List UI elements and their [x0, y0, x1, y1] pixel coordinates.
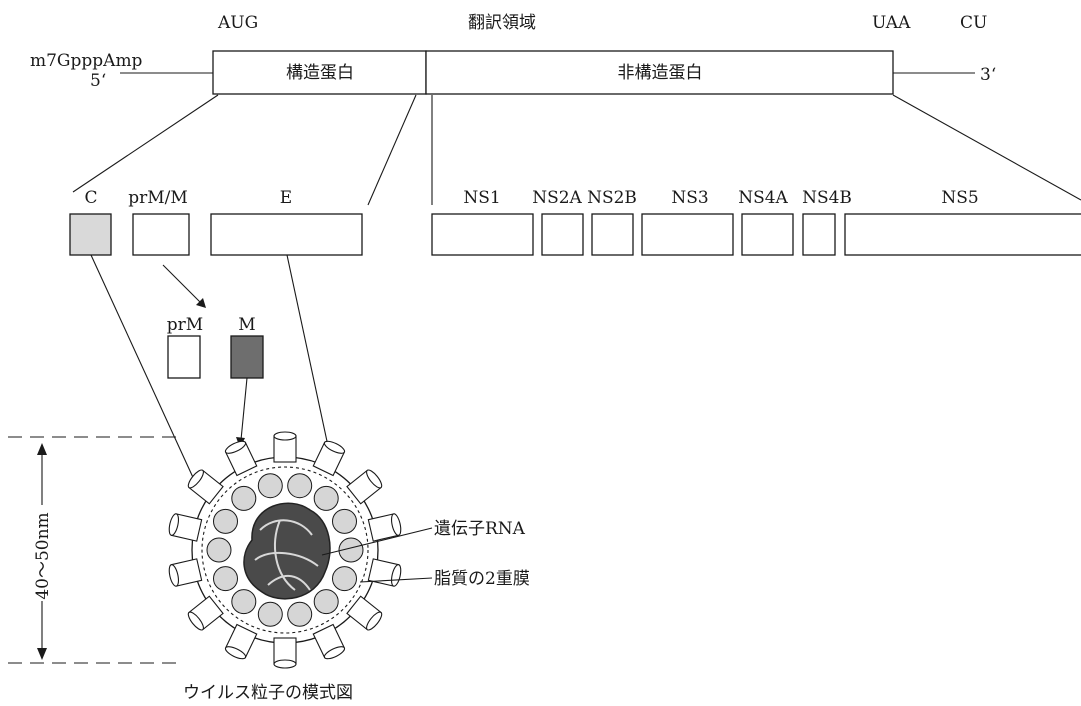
protein-ns2a-label: NS2A: [532, 188, 582, 208]
size-indicator: 40～50nm: [8, 437, 180, 663]
protein-ns3-box: [642, 214, 733, 255]
envelope-spike: [167, 559, 201, 587]
protein-prm-m-label: prM/M: [128, 188, 188, 208]
stop-codon-label: UAA: [872, 13, 911, 33]
capsid-subunit: [258, 474, 282, 498]
m-box: [231, 336, 263, 378]
protein-prm-m-box: [133, 214, 189, 255]
virion-particle: [167, 432, 402, 668]
capsid-subunit: [314, 590, 338, 614]
structural-proteins: C prM/M E: [70, 188, 362, 255]
envelope-spike: [368, 559, 402, 587]
protein-ns2b-box: [592, 214, 633, 255]
protein-ns4b-box: [803, 214, 835, 255]
prm-box: [168, 336, 200, 378]
prm-label: prM: [167, 315, 203, 335]
protein-ns4a-box: [742, 214, 793, 255]
assembly-arrows: [91, 255, 333, 490]
capsid-subunit: [288, 474, 312, 498]
five-prime-label: 5‘: [90, 71, 106, 91]
capsid-subunit: [207, 538, 231, 562]
protein-c-box: [70, 214, 111, 255]
capsid-subunit: [333, 567, 357, 591]
protein-c-label: C: [84, 188, 97, 208]
protein-e-label: E: [280, 188, 292, 208]
protein-ns5-box: [845, 214, 1081, 255]
protein-ns5-label: NS5: [941, 188, 978, 208]
structural-protein-label: 構造蛋白: [286, 63, 354, 83]
membrane-label: 脂質の2重膜: [434, 569, 530, 589]
envelope-spike: [167, 513, 201, 541]
cap-label: m7GpppAmp: [30, 51, 143, 71]
m-label: M: [238, 315, 255, 335]
nonstructural-protein-label: 非構造蛋白: [618, 63, 703, 83]
protein-ns3-label: NS3: [671, 188, 708, 208]
capsid-subunit: [333, 509, 357, 533]
coding-region-label: 翻訳領域: [468, 13, 536, 33]
virion-size-label: 40～50nm: [33, 512, 53, 599]
capsid-subunit: [232, 590, 256, 614]
genome-bar: m7GpppAmp 5‘ AUG 翻訳領域 UAA CU 構造蛋白 非構造蛋白 …: [30, 13, 996, 94]
protein-ns1-box: [432, 214, 533, 255]
capsid-subunit: [214, 509, 238, 533]
nonstructural-proteins: NS1 NS2A NS2B NS3 NS4A NS4B NS5: [432, 188, 1081, 255]
envelope-spike: [274, 638, 296, 668]
three-end-label: CU: [960, 13, 987, 33]
capsid-subunit: [232, 486, 256, 510]
three-prime-label: 3‘: [980, 65, 996, 85]
envelope-spike: [274, 432, 296, 462]
capsid-subunit: [258, 602, 282, 626]
capsid-subunit: [314, 486, 338, 510]
capsid-subunit: [214, 567, 238, 591]
protein-e-box: [211, 214, 362, 255]
prm-cleavage: prM M: [163, 265, 263, 378]
virion-caption: ウイルス粒子の模式図: [183, 683, 353, 703]
capsid-subunit: [288, 602, 312, 626]
start-codon-label: AUG: [217, 13, 258, 33]
protein-ns4a-label: NS4A: [738, 188, 788, 208]
protein-ns4b-label: NS4B: [802, 188, 852, 208]
protein-ns1-label: NS1: [463, 188, 500, 208]
protein-ns2b-label: NS2B: [587, 188, 637, 208]
rna-label: 遺伝子RNA: [434, 519, 526, 539]
protein-ns2a-box: [542, 214, 583, 255]
